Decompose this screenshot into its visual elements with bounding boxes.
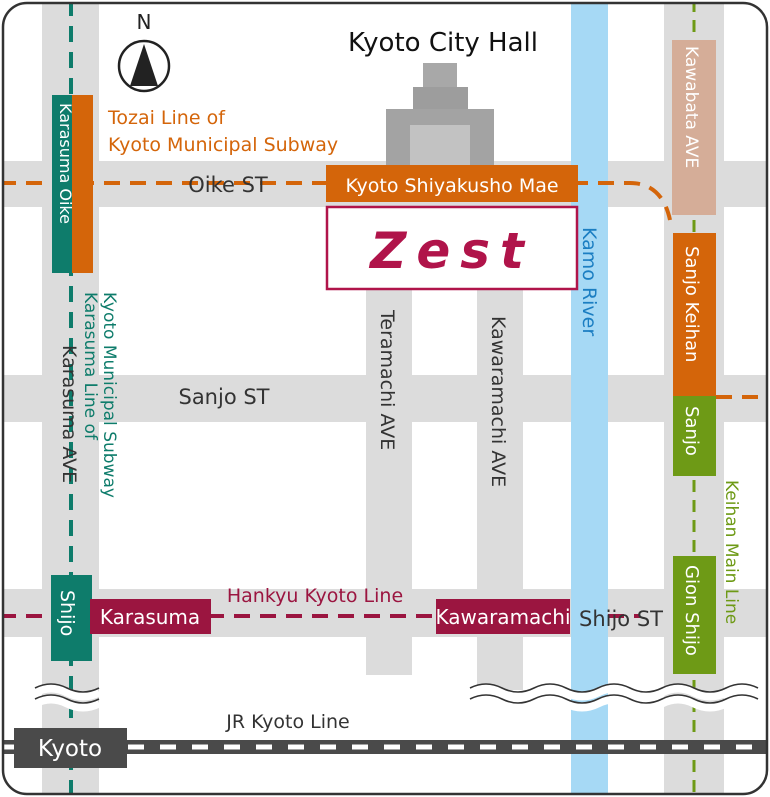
break-mark-karasuma <box>32 683 102 701</box>
north-compass: N <box>117 10 171 93</box>
sanjo-street-label: Sanjo ST <box>178 385 269 409</box>
karasuma-line-label-1: Karasuma Line of <box>80 292 100 441</box>
jr-line-label: JR Kyoto Line <box>225 711 350 733</box>
karasuma-line-label-2: Kyoto Municipal Subway <box>99 292 119 498</box>
kyoto-shiyakusho-mae-label: Kyoto Shiyakusho Mae <box>345 175 558 197</box>
karasuma-oike-station <box>52 95 93 273</box>
sanjo-keihan-station <box>673 233 716 396</box>
kawabata-avenue-label: Kawabata AVE <box>681 46 701 168</box>
city-hall-label: Kyoto City Hall <box>348 28 538 58</box>
karasuma-station-label: Karasuma <box>100 605 200 629</box>
kamo-river <box>571 3 608 794</box>
kyoto-shiyakusho-mae-station <box>326 165 578 202</box>
karasuma-station <box>90 599 211 634</box>
break-mark-east <box>467 683 761 701</box>
karasuma-oike-label: Karasuma Oike <box>56 103 75 224</box>
hankyu-line-label: Hankyu Kyoto Line <box>227 585 403 607</box>
kyoto-station-label: Kyoto <box>38 736 102 762</box>
sanjo-keihan-label: Sanjo Keihan <box>681 246 702 362</box>
kawaramachi-station-label: Kawaramachi <box>435 605 570 629</box>
teramachi-avenue-label: Teramachi AVE <box>376 309 398 450</box>
shijo-station-label: Shijo <box>56 590 78 636</box>
tozai-line-label-2: Kyoto Municipal Subway <box>108 134 338 156</box>
keihan-line-label: Keihan Main Line <box>721 480 741 624</box>
jr-kyoto-line <box>3 740 767 754</box>
kawaramachi-station <box>436 599 570 634</box>
sanjo-station-label: Sanjo <box>681 406 702 456</box>
kyoto-station <box>14 728 127 768</box>
kyoto-city-hall-building <box>386 63 494 165</box>
gion-shijo-station <box>673 556 716 674</box>
zest-destination-box <box>325 205 579 291</box>
tozai-line-label-1: Tozai Line of <box>107 107 226 129</box>
tozai-line <box>3 181 672 221</box>
kawaramachi-avenue-label: Kawaramachi AVE <box>487 316 509 487</box>
shijo-street-label: Shijo ST <box>579 607 663 631</box>
oike-street-label: Oike ST <box>188 173 268 197</box>
gion-shijo-label: Gion Shijo <box>681 565 702 656</box>
compass-label: N <box>137 10 152 34</box>
map-break-marks <box>32 683 761 712</box>
shijo-station <box>51 575 92 661</box>
kamo-river-label: Kamo River <box>578 227 600 336</box>
sanjo-station <box>673 396 716 476</box>
sanjo-street-road <box>3 375 767 422</box>
kawabata-avenue-box <box>672 40 716 215</box>
zest-logo: Zest <box>368 222 534 280</box>
north-arrow-icon <box>130 44 158 86</box>
karasuma-avenue-label: Karasuma AVE <box>58 345 80 483</box>
